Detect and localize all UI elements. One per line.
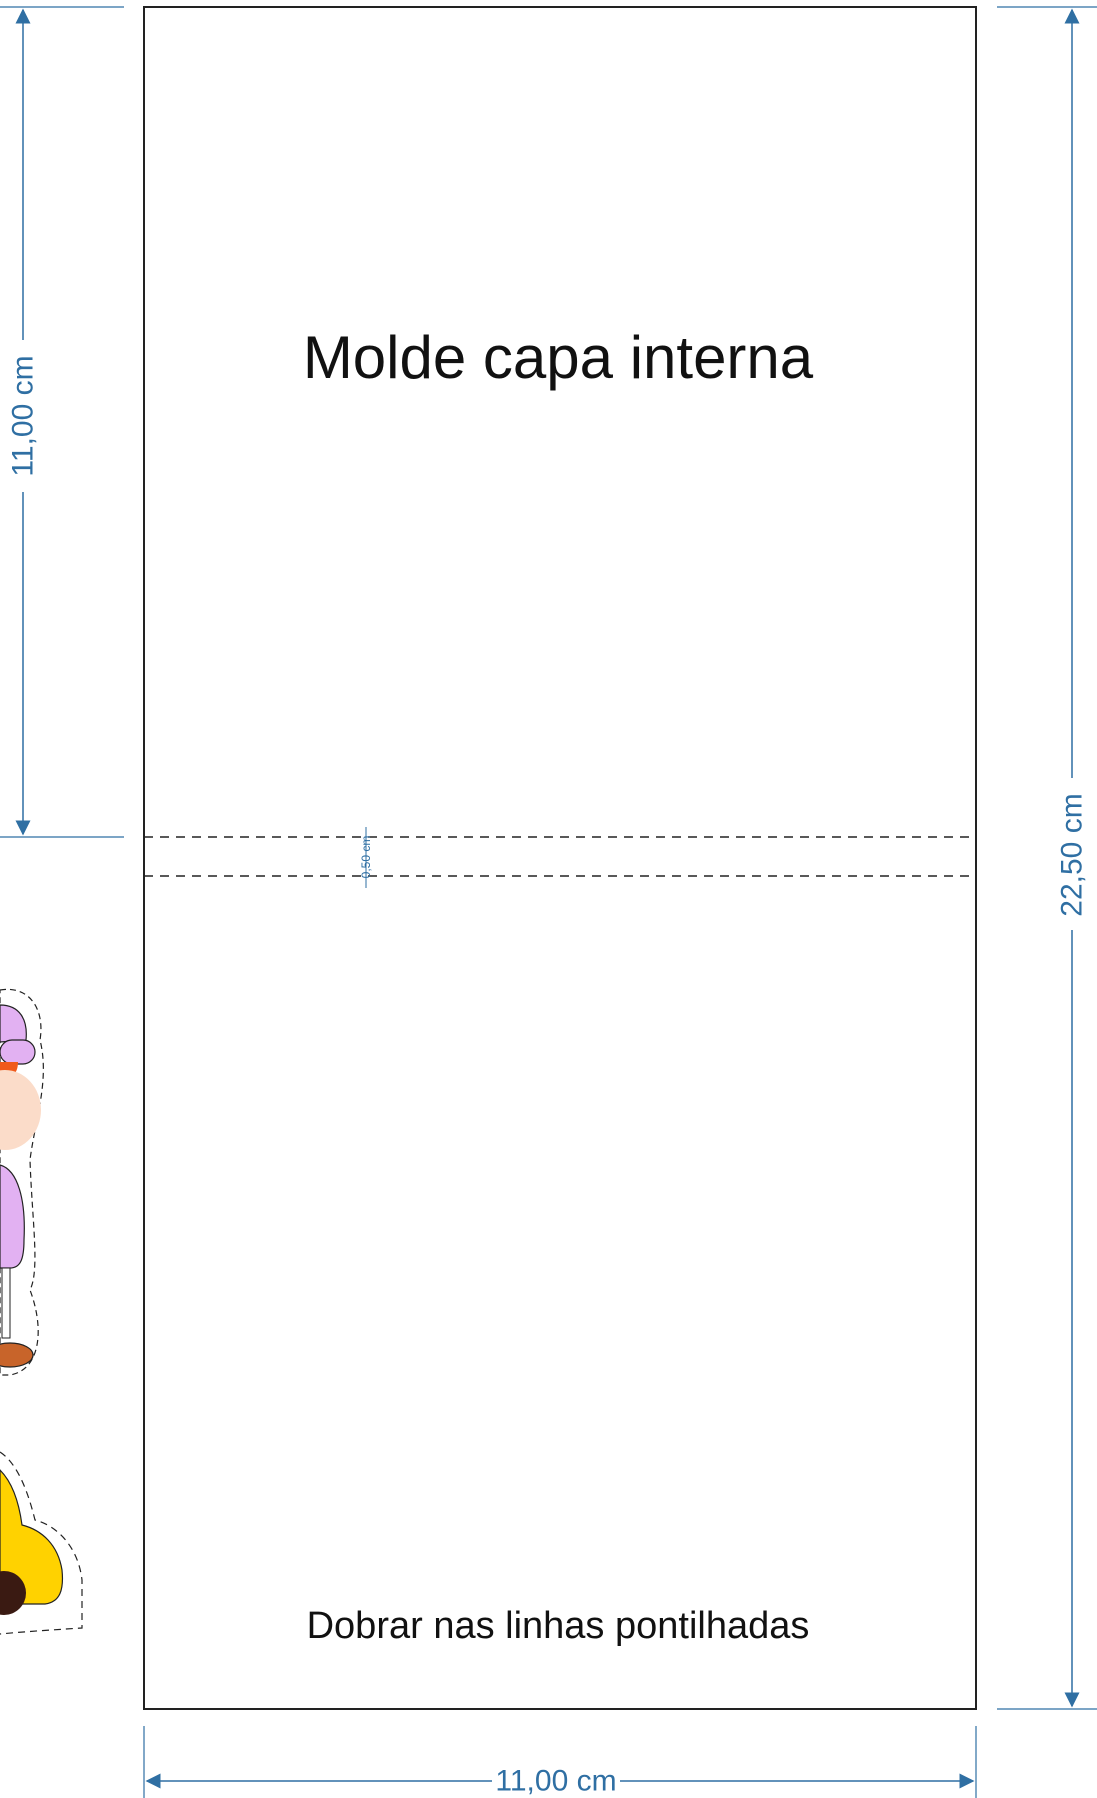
fold-gap-dimension: 0,50 cm [359, 827, 373, 888]
bottom-width-dimension: 11,00 cm [143, 1726, 977, 1798]
kid-sticker [0, 988, 44, 1376]
left-height-dimension: 11,00 cm [0, 6, 124, 838]
left-height-label: 11,00 cm [7, 355, 40, 476]
car-sticker [0, 1451, 83, 1635]
fold-instruction: Dobrar nas linhas pontilhadas [307, 1605, 810, 1647]
fold-gap-label: 0,50 cm [359, 836, 373, 879]
template-outline [143, 6, 977, 1710]
right-height-label: 22,50 cm [1056, 793, 1089, 916]
template-title: Molde capa interna [303, 324, 814, 391]
right-height-dimension: 22,50 cm [997, 6, 1097, 1710]
bottom-width-label: 11,00 cm [495, 1765, 616, 1798]
